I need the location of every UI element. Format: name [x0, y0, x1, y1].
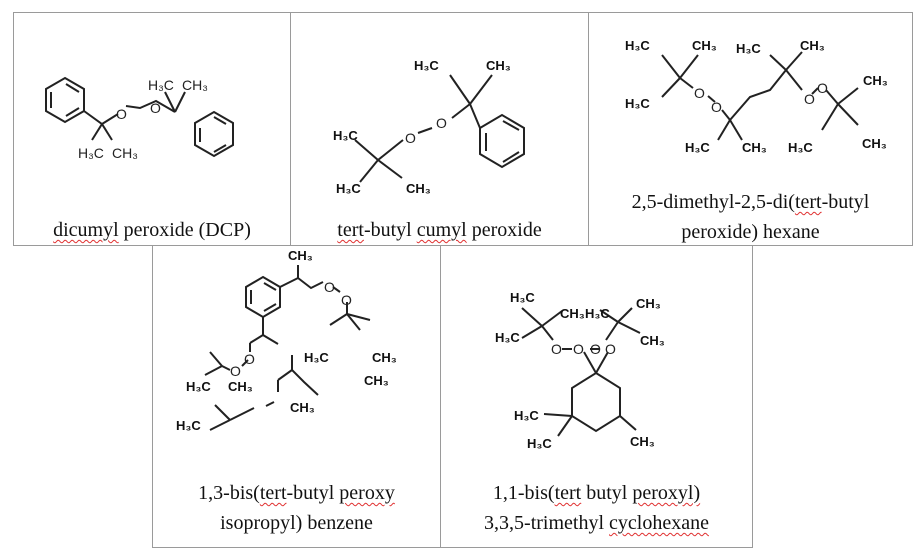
- atom-label: H₃C: [333, 128, 358, 143]
- caption-text: 3,3,5-trimethyl: [484, 512, 610, 534]
- atom-label: O: [605, 341, 616, 357]
- caption-line: tert-butyl cumyl peroxide: [290, 215, 589, 245]
- spellcheck-flagged-word: cyclohexane: [609, 512, 709, 534]
- atom-label: H₃C: [186, 379, 211, 394]
- spellcheck-flagged-word: tert: [554, 482, 582, 504]
- caption-bis-peroxy-isopropyl-benzene: 1,3-bis(tert-butyl peroxy isopropyl) benz…: [152, 478, 441, 538]
- atom-label: H₃C: [176, 418, 201, 433]
- caption-text: 2,5-dimethyl-2,5-di(: [631, 191, 795, 213]
- atom-label: H₃C: [625, 96, 650, 111]
- atom-label: CH₃: [742, 140, 767, 155]
- atom-label: O: [150, 100, 161, 116]
- atom-label: CH₃: [862, 136, 887, 151]
- atom-label: H₃C: [510, 290, 535, 305]
- cell-bis-peroxyl-cyclohexane: [440, 245, 753, 548]
- caption-text: 1,1-bis(: [492, 482, 555, 504]
- cell-bis-peroxy-isopropyl-benzene: [152, 245, 441, 548]
- atom-label: H₃C: [336, 181, 361, 196]
- atom-label: CH₃: [406, 181, 431, 196]
- structure-tert-butyl-cumyl-peroxide: H₃C CH₃ H₃C H₃C CH₃ O O: [333, 58, 525, 196]
- atom-label: CH₃: [636, 296, 661, 311]
- atom-label: O: [804, 91, 815, 107]
- structure-bis-peroxy-isopropyl-benzene: CH₃ H₃C CH₃ CH₃ H₃C CH₃ H₃C CH₃ O O O O: [176, 248, 397, 433]
- caption-text: -butyl: [286, 482, 340, 504]
- caption-line: peroxide) hexane: [588, 217, 913, 247]
- caption-text: -butyl: [363, 219, 417, 241]
- atom-label: CH₃: [640, 333, 665, 348]
- atom-label: O: [230, 363, 241, 379]
- spellcheck-flagged-word: tert: [794, 191, 822, 213]
- spellcheck-flagged-word: tert: [259, 482, 287, 504]
- atom-label: H₃C: [685, 140, 710, 155]
- cell-dicumyl-peroxide: [13, 12, 291, 246]
- caption-line: 3,3,5-trimethyl cyclohexane: [440, 508, 753, 538]
- atom-label: CH₃: [863, 73, 888, 88]
- structure-dicumyl-peroxide: H₃C CH₃ H₃C CH₃ O O: [45, 76, 234, 161]
- spellcheck-flagged-word: tert: [337, 219, 364, 241]
- cell-tert-butyl-cumyl-peroxide: [290, 12, 589, 246]
- atom-label: O: [405, 130, 416, 146]
- caption-text: isopropyl) benzene: [220, 512, 373, 534]
- atom-label: H₃C: [736, 41, 761, 56]
- caption-line: 1,1-bis(tert butyl peroxyl): [440, 478, 753, 508]
- atom-label: H₃C: [788, 140, 813, 155]
- atom-label: CH₃: [800, 38, 825, 53]
- atom-label: CH₃: [372, 350, 397, 365]
- atom-label: O: [436, 115, 447, 131]
- atom-label: H₃C: [514, 408, 539, 423]
- atom-label: H₃C: [148, 77, 174, 93]
- atom-label: CH₃: [364, 373, 389, 388]
- atom-label: H₃C: [625, 38, 650, 53]
- spellcheck-flagged-word: peroxy: [339, 482, 395, 504]
- atom-label: O: [694, 85, 705, 101]
- atom-label: H₃C: [495, 330, 520, 345]
- caption-line: 2,5-dimethyl-2,5-di(tert-butyl: [588, 187, 913, 217]
- caption-text: peroxide (DCP): [118, 219, 251, 241]
- atom-label: CH₃: [182, 77, 208, 93]
- atom-label: H₃C: [78, 145, 104, 161]
- atom-label: CH₃: [290, 400, 315, 415]
- atom-label: H₃C: [527, 436, 552, 451]
- atom-label: O: [116, 106, 127, 122]
- atom-label: O: [244, 351, 255, 367]
- caption-line: dicumyl peroxide (DCP): [13, 215, 291, 245]
- atom-label: O: [711, 99, 722, 115]
- structure-dimethyl-hexane-peroxide: H₃C CH₃ H₃C CH₃ H₃C CH₃ H₃C CH₃ H₃C CH₃ …: [625, 38, 888, 155]
- spellcheck-flagged-word: peroxyl): [632, 482, 701, 504]
- atom-label: O: [341, 292, 352, 308]
- caption-text: peroxide: [466, 219, 542, 241]
- atom-label: O: [590, 341, 601, 357]
- atom-label: CH₃: [630, 434, 655, 449]
- atom-label: H₃C: [414, 58, 439, 73]
- atom-label: CH₃: [288, 248, 313, 263]
- caption-line: isopropyl) benzene: [152, 508, 441, 538]
- caption-text: peroxide) hexane: [681, 221, 820, 243]
- caption-text: 1,3-bis(: [198, 482, 260, 504]
- atom-label: CH₃: [692, 38, 717, 53]
- caption-text: -butyl: [821, 191, 870, 213]
- atom-label: H₃C: [585, 306, 610, 321]
- spellcheck-flagged-word: cumyl: [416, 219, 467, 241]
- caption-text: butyl: [581, 482, 633, 504]
- caption-line: 1,3-bis(tert-butyl peroxy: [152, 478, 441, 508]
- caption-dicumyl-peroxide: dicumyl peroxide (DCP): [13, 215, 291, 245]
- caption-bis-peroxyl-cyclohexane: 1,1-bis(tert butyl peroxyl)3,3,5-trimeth…: [440, 478, 753, 538]
- atom-label: CH₃: [560, 306, 585, 321]
- spellcheck-flagged-word: dicumyl: [53, 219, 119, 241]
- atom-label: CH₃: [486, 58, 511, 73]
- atom-label: O: [551, 341, 562, 357]
- atom-label: CH₃: [228, 379, 253, 394]
- atom-label: CH₃: [112, 145, 138, 161]
- structure-bis-peroxyl-cyclohexane: H₃C CH₃ H₃C CH₃ H₃C CH₃ H₃C H₃C CH₃ O O …: [495, 290, 665, 451]
- atom-label: O: [573, 341, 584, 357]
- atom-label: O: [324, 279, 335, 295]
- caption-tert-butyl-cumyl-peroxide: tert-butyl cumyl peroxide: [290, 215, 589, 245]
- atom-label: O: [817, 80, 828, 96]
- atom-label: H₃C: [304, 350, 329, 365]
